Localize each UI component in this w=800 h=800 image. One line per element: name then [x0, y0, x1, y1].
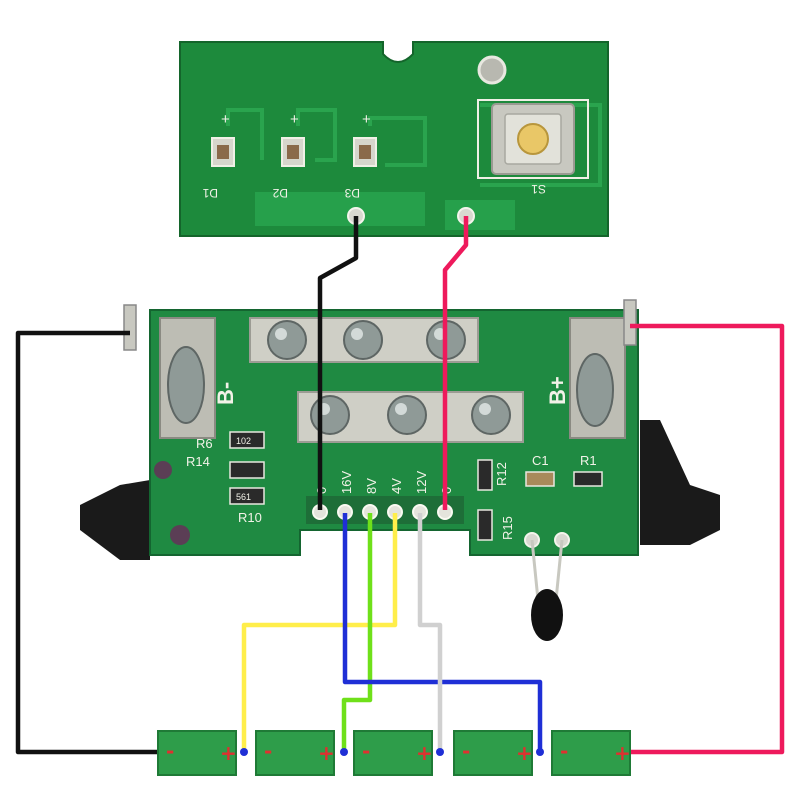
terminal-b-plus-label: B+ [545, 376, 570, 405]
wires [15, 216, 785, 755]
smd-resistor-r14 [229, 461, 265, 479]
battery-pack: -+-+-+-+-+ [157, 730, 631, 776]
led-d3-label: D3 [344, 186, 360, 200]
led-d3: + D3 [344, 111, 377, 200]
cell-positive-terminal: + [416, 741, 433, 765]
led-d1-label: D1 [202, 186, 218, 200]
led-d2: + D2 [272, 111, 305, 200]
cell-negative-terminal: - [560, 739, 568, 763]
label-c1: C1 [532, 453, 549, 468]
smd-code-a: 102 [236, 436, 251, 446]
battery-cell: -+ [353, 730, 433, 776]
battery-cell: -+ [453, 730, 533, 776]
wire-tap-4v [241, 513, 398, 752]
cell-negative-terminal: - [362, 739, 370, 763]
tab-neg [123, 304, 137, 351]
cell-junction [436, 748, 444, 756]
wire-led-negative [317, 216, 359, 510]
smd-resistor-r10 [229, 487, 265, 505]
label-r1: R1 [580, 453, 597, 468]
smd-resistor-r6 [229, 431, 265, 449]
tab-pos [623, 299, 637, 346]
cell-junction [240, 748, 248, 756]
wire-main-positive [622, 323, 785, 755]
cell-positive-terminal: + [220, 741, 237, 765]
wire-tap-16v [342, 513, 543, 752]
cell-positive-terminal: + [516, 741, 533, 765]
smd-code-b: 561 [236, 492, 251, 502]
terminal-b-minus-label: B- [213, 382, 238, 405]
led-d1-polarity: + [221, 111, 230, 128]
cell-negative-terminal: - [462, 739, 470, 763]
battery-cell: -+ [157, 730, 237, 776]
switch-label: S1 [531, 182, 546, 196]
bms-board: B- B+ 102 561 R6 R14 R10 R12 C1 R1 R15 [80, 299, 720, 641]
thermistor [524, 532, 570, 641]
cell-positive-terminal: + [614, 741, 631, 765]
wire-main-negative [15, 330, 162, 755]
label-r10: R10 [238, 510, 262, 525]
battery-cell: -+ [255, 730, 335, 776]
led-d3-polarity: + [362, 111, 371, 128]
tact-switch-s1: S1 [477, 99, 589, 196]
battery-cell: -+ [551, 730, 631, 776]
cell-junction [536, 748, 544, 756]
cell-negative-terminal: - [166, 739, 174, 763]
led-switch-board: + D1 + D2 + D3 S1 [179, 41, 609, 237]
cell-junction [340, 748, 348, 756]
smd-capacitor-c1 [525, 471, 555, 487]
smd-resistor-r12 [477, 459, 493, 491]
smd-resistor-r15 [477, 509, 493, 541]
label-r14: R14 [186, 454, 210, 469]
wire-led-positive [442, 216, 469, 510]
led-d1: + D1 [202, 111, 235, 200]
wire-tap-8v [341, 513, 373, 752]
cell-negative-terminal: - [264, 739, 272, 763]
led-d2-polarity: + [290, 111, 299, 128]
header-pin-label: 12V [414, 471, 429, 494]
housing-left [80, 480, 150, 560]
header-pin-label: 8V [364, 478, 379, 494]
label-r12: R12 [494, 462, 509, 486]
mounting-hole [477, 55, 507, 85]
label-r6: R6 [196, 436, 213, 451]
led-d2-label: D2 [272, 186, 288, 200]
smd-resistor-r1 [573, 471, 603, 487]
housing-right [640, 420, 720, 545]
label-r15: R15 [500, 516, 515, 540]
cell-positive-terminal: + [318, 741, 335, 765]
header-pin-label: 16V [339, 471, 354, 494]
wire-tap-12v [417, 513, 443, 752]
header-pin-label: 4V [389, 478, 404, 494]
